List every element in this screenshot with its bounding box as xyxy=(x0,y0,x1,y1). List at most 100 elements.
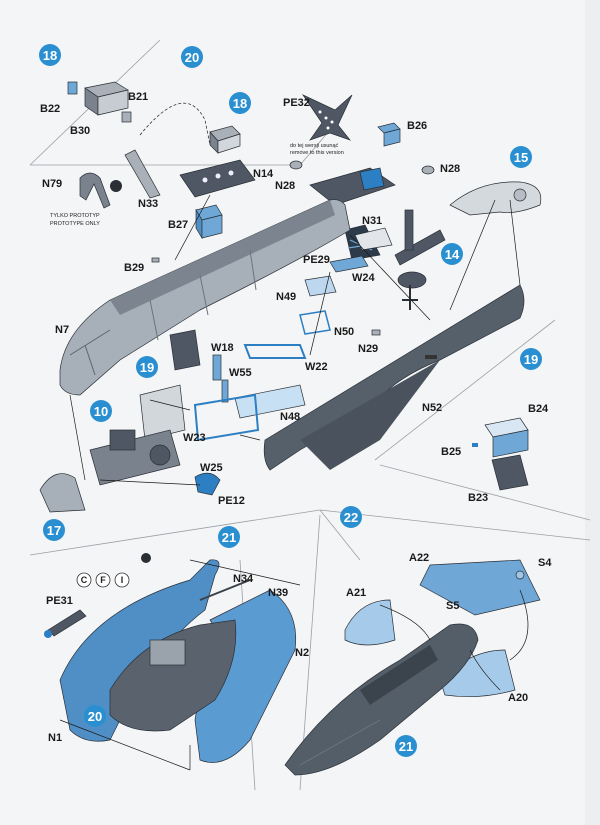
step-20b-badge xyxy=(84,705,106,727)
label-n49: N49 xyxy=(276,291,296,303)
step-20b-number: 20 xyxy=(88,709,102,724)
step-10-badge xyxy=(90,400,112,422)
part-instrument-panel xyxy=(169,329,201,371)
label-s4: S4 xyxy=(538,557,552,569)
label-n14: N14 xyxy=(253,168,274,180)
b26-n28-group: B26 do tej wersji usunąć remove to this … xyxy=(275,120,460,261)
frame-parts-group: W18 W55 W22 N48 W23 xyxy=(183,342,328,444)
label-n2: N2 xyxy=(295,647,309,659)
part-cockpit-floor xyxy=(89,429,181,486)
step-18b-badge xyxy=(229,92,251,114)
part-n1 xyxy=(59,559,220,742)
step-22-number: 22 xyxy=(344,510,358,525)
step-20-badge xyxy=(181,46,203,68)
part-n33 xyxy=(124,149,161,199)
step-22-group: 22 A22 S4 A21 S5 A20 21 xyxy=(284,506,552,776)
part-w55 xyxy=(221,379,229,403)
label-b26: B26 xyxy=(407,120,427,132)
part-pe12 xyxy=(194,472,221,496)
paint-drop-icon xyxy=(141,553,151,563)
label-pe31: PE31 xyxy=(46,595,73,607)
label-n34: N34 xyxy=(233,573,254,585)
step-17-badge xyxy=(43,519,65,541)
w25-pe12-group: W25 PE12 xyxy=(194,462,245,507)
step-21b-number: 21 xyxy=(399,739,413,754)
label-w18: W18 xyxy=(211,342,234,354)
step-20-number: 20 xyxy=(185,50,199,65)
paint-option-c-label: C xyxy=(81,575,88,585)
step-19b-badge xyxy=(520,348,542,370)
label-w22: W22 xyxy=(305,361,328,373)
label-a21: A21 xyxy=(346,587,366,599)
part-n48 xyxy=(234,384,306,419)
step-19b-number: 19 xyxy=(524,352,538,367)
step-19-badge xyxy=(136,356,158,378)
label-w55: W55 xyxy=(229,367,252,379)
label-n28-right: N28 xyxy=(440,163,460,175)
step-18-group: 18 B21 B22 B30 xyxy=(39,44,148,137)
part-cockpit-assembly xyxy=(109,619,237,732)
part-n50 xyxy=(299,310,331,335)
part-seat-back xyxy=(139,384,186,441)
step-14-group: 14 xyxy=(394,209,463,310)
part-gun xyxy=(394,229,446,266)
label-n39: N39 xyxy=(268,587,288,599)
part-n29 xyxy=(371,329,381,336)
step-18b-number: 18 xyxy=(233,96,247,111)
pe32-group: PE32 xyxy=(283,94,353,141)
part-n49 xyxy=(304,275,337,297)
step-15-group: 15 xyxy=(449,146,542,216)
step-22-badge xyxy=(340,506,362,528)
label-b25: B25 xyxy=(441,446,461,458)
paint-options: C F I xyxy=(76,572,130,588)
step-15-number: 15 xyxy=(514,150,528,165)
label-n48: N48 xyxy=(280,411,300,423)
step-10-group: 10 xyxy=(89,384,186,486)
paint-option-i xyxy=(114,572,130,588)
part-pe29 xyxy=(329,255,369,273)
label-n7: N7 xyxy=(55,324,69,336)
label-b22: B22 xyxy=(40,103,60,115)
assembly-leaders xyxy=(69,194,521,486)
paint-option-c xyxy=(76,572,92,588)
prototype-note-en: PROTOTYPE ONLY xyxy=(50,221,100,227)
part-w23 xyxy=(193,393,260,442)
step-19b-group: 19 B24 B25 B23 xyxy=(441,348,549,504)
page-edge xyxy=(585,0,600,825)
part-gun-mount xyxy=(397,271,427,289)
canopy-parts-group: PE29 W24 N49 N50 xyxy=(276,254,376,338)
label-n79: N79 xyxy=(42,178,62,190)
label-n50: N50 xyxy=(334,326,354,338)
label-n28-left: N28 xyxy=(275,180,295,192)
label-pe29: PE29 xyxy=(303,254,330,266)
part-b29 xyxy=(151,257,160,263)
label-b21: B21 xyxy=(128,91,148,103)
label-pe32: PE32 xyxy=(283,97,310,109)
part-a22 xyxy=(419,559,541,616)
fuselage-right-half xyxy=(263,284,525,471)
fuselage-left-half xyxy=(59,199,351,396)
label-b27: B27 xyxy=(168,219,188,231)
part-b21 xyxy=(121,111,132,123)
part-pe32 xyxy=(301,94,353,141)
part-w18 xyxy=(212,354,222,381)
step-21b-badge xyxy=(395,735,417,757)
part-s4 xyxy=(515,570,525,580)
step-21-group: 21 C F I PE31 20 N34 N39 N2 N1 xyxy=(44,526,309,771)
label-n31: N31 xyxy=(362,215,382,227)
label-pe12: PE12 xyxy=(218,495,245,507)
paint-option-f-label: F xyxy=(100,575,106,585)
step-17-number: 17 xyxy=(47,523,61,538)
label-b23: B23 xyxy=(468,492,488,504)
label-w25: W25 xyxy=(200,462,223,474)
part-a21 xyxy=(344,599,396,646)
step-10-number: 10 xyxy=(94,404,108,419)
part-b27 xyxy=(201,214,223,239)
remove-note-pl: do tej wersji usunąć xyxy=(290,143,339,149)
step-19-number: 19 xyxy=(140,360,154,375)
part-w22 xyxy=(243,344,307,359)
step-18-number: 18 xyxy=(43,48,57,63)
part-b24 xyxy=(492,429,529,458)
label-w23: W23 xyxy=(183,432,206,444)
